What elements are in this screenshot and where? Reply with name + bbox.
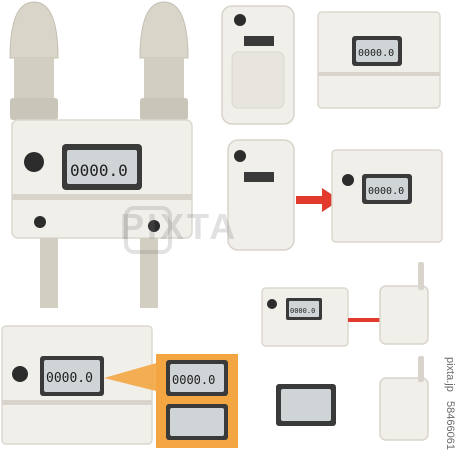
meter-reading: 0000.0 [172,373,215,387]
meter-middle-right: 0000.0 [331,149,443,243]
router-box-bottom [379,356,429,441]
credit-id: 58466061 [444,401,456,450]
zoom-panel: 0000.0 [156,354,238,448]
front-meter-top [221,5,295,125]
meter-reading: 0000.0 [368,186,404,197]
credit-site: pixta.jp [444,357,456,392]
meter-port [24,152,44,172]
red-arrow [296,188,340,212]
lcd-screen [67,150,137,184]
meter-reading: 0000.0 [290,307,315,315]
meter-with-router: 0000.0 [261,262,429,347]
image-credit: pixta.jp 58466061 [444,0,456,450]
pipe-cap-right [139,1,189,120]
meter-reading: 0000.0 [70,161,128,180]
router-box [379,285,429,345]
meter-top-right: 0000.0 [317,11,441,109]
small-lcd-unit [276,384,336,426]
pipe-cap-left [9,1,59,120]
front-meter-middle [227,139,295,251]
meter-reading: 0000.0 [46,371,93,386]
meter-bottom-left: 0000.0 [1,325,153,445]
large-gas-meter: 0000.0 [9,1,193,308]
meter-reading: 0000.0 [358,48,394,59]
watermark-text: PIXTA [120,206,239,247]
watermark-badge [124,206,172,254]
